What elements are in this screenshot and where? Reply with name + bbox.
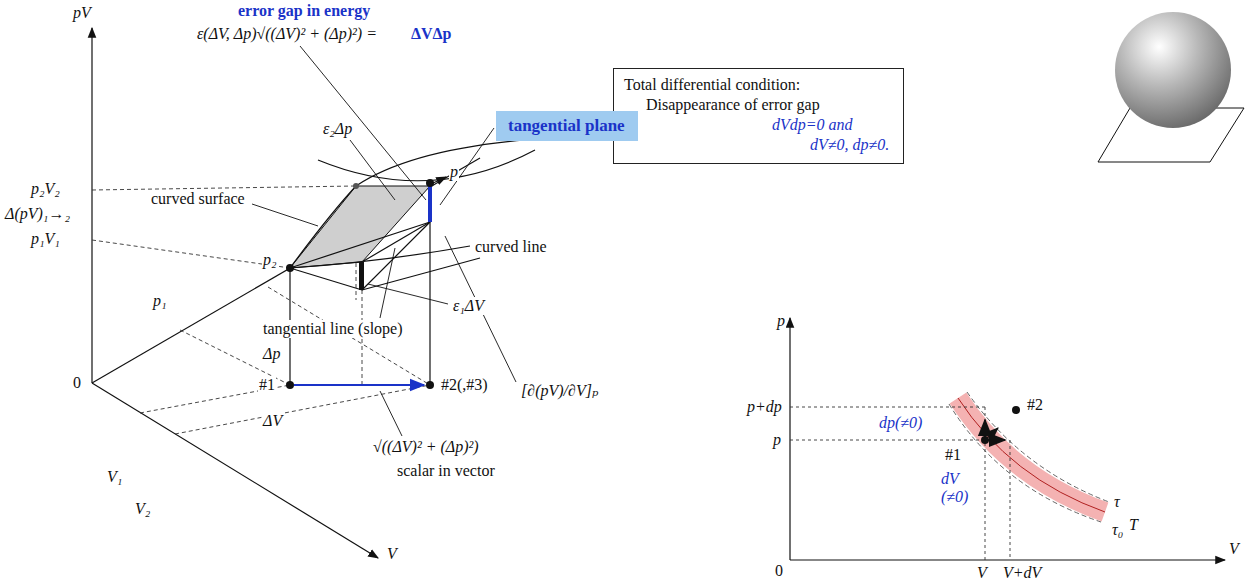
axis-value: V₂ xyxy=(134,500,151,518)
axis-label: V xyxy=(386,545,398,563)
annotation: dp(≠0) xyxy=(878,414,923,432)
axis-label: p xyxy=(776,312,786,330)
highlight-box: tangential plane xyxy=(496,111,638,141)
sphere-on-plane xyxy=(1098,12,1244,162)
annotation: curved surface xyxy=(150,190,246,208)
annotation: Δp xyxy=(262,345,281,363)
curve-label: τ xyxy=(1113,493,1121,511)
annotation: tangential line (slope) xyxy=(262,320,404,338)
annotation: ε₂Δp xyxy=(322,120,353,138)
formula: ε(ΔV, Δp)√((ΔV)² + (Δp)²) = xyxy=(196,25,378,43)
annotation: ε₁ΔV xyxy=(452,297,485,315)
axis-value: V+dV xyxy=(1002,564,1042,582)
box-text: dV≠0, dp≠0. xyxy=(810,135,891,155)
axis-value: p₁ xyxy=(152,292,168,310)
box-text: tangential plane xyxy=(508,115,626,136)
curve-label: T xyxy=(1128,516,1139,534)
box-text: dVdp=0 and xyxy=(772,115,891,135)
axis-label: pV xyxy=(72,4,92,22)
box-text: Disappearance of error gap xyxy=(646,95,891,115)
guide-lines xyxy=(92,186,430,434)
annotation: p xyxy=(449,163,459,181)
axis-value: V₁ xyxy=(106,468,123,486)
condition-box: Total differential condition:Disappearan… xyxy=(613,68,904,164)
axis-value: p₂ xyxy=(262,251,278,269)
annotation: error gap in energy xyxy=(237,2,371,20)
point-label: #2 xyxy=(1026,396,1044,414)
axis-label: V xyxy=(1228,540,1240,558)
annotation: curved line xyxy=(474,238,548,256)
box-text: Total differential condition: xyxy=(624,75,891,95)
point-label: #1 xyxy=(258,376,276,394)
axis-value: p₂V₂ xyxy=(30,180,61,198)
axis-value: p+dp xyxy=(746,398,783,416)
axis-value: Δ(pV)₁→₂ xyxy=(4,205,71,223)
annotation: scalar in vector xyxy=(396,462,496,480)
axis-value: V xyxy=(976,564,988,582)
annotation: ΔV xyxy=(262,412,283,430)
formula: ΔVΔp xyxy=(410,25,453,43)
curve-label: τ₀ xyxy=(1111,521,1124,539)
pv-graph xyxy=(790,318,1225,560)
formula: √((ΔV)² + (Δp)²) xyxy=(372,438,480,456)
formula: [∂(pV)/∂V]ₚ xyxy=(520,382,599,400)
annotation: dV (≠0) xyxy=(940,470,982,507)
axis-value: p xyxy=(772,431,782,449)
axis-label: 0 xyxy=(72,374,82,392)
point-label: #2(,#3) xyxy=(440,376,489,394)
axis-label: 0 xyxy=(774,562,784,580)
point-label: #1 xyxy=(944,446,962,464)
axis-value: p₁V₁ xyxy=(30,230,61,248)
